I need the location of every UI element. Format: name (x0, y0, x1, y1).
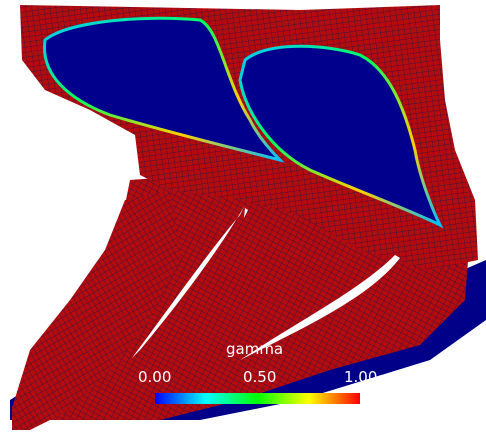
passage-gap-left (132, 205, 245, 358)
passage-gap-center (244, 208, 248, 218)
mesh-left-passage (12, 190, 180, 430)
airfoil-left (42, 16, 285, 163)
passage-gap-right (240, 255, 400, 360)
airfoil-right (238, 44, 444, 229)
